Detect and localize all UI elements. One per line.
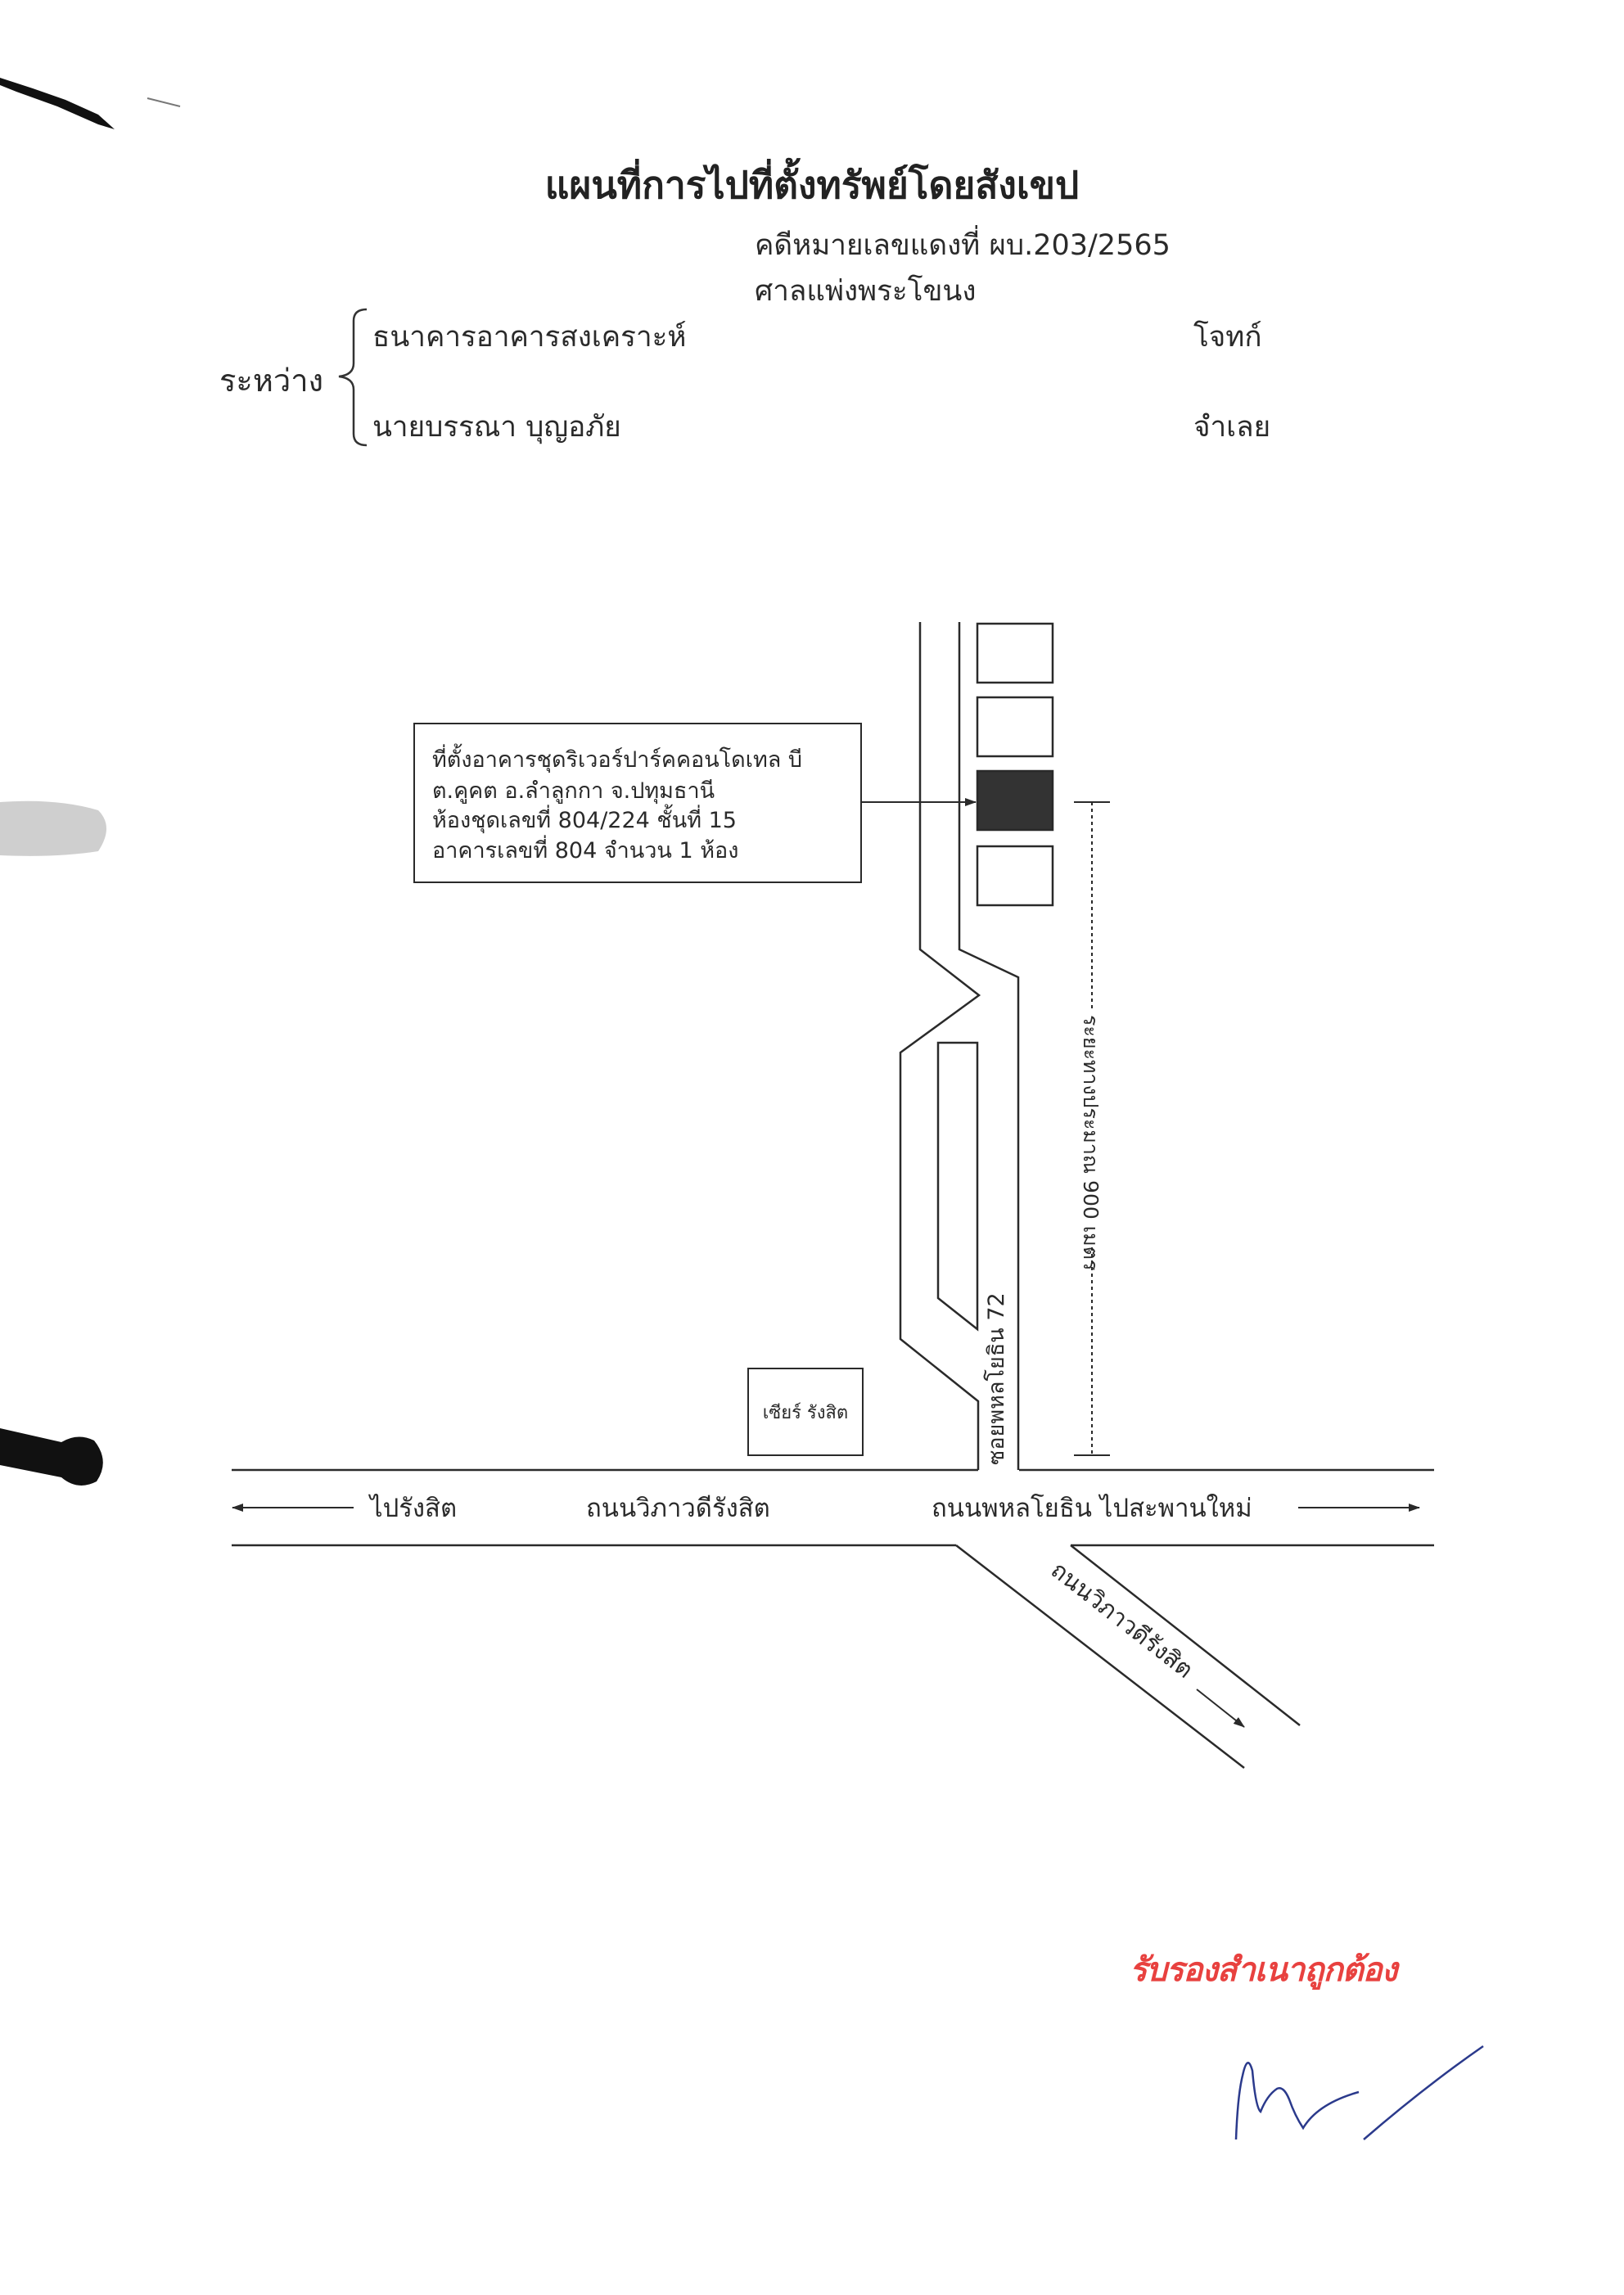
case-number: คดีหมายเลขแดงที่ ผบ.203/2565	[755, 229, 1171, 262]
plaintiff-role: โจทก์	[1193, 321, 1262, 354]
diagonal-road-arrow	[1196, 1689, 1245, 1728]
property-line-3: ห้องชุดเลขที่ 804/224 ชั้นที่ 15	[432, 804, 737, 834]
main-road	[232, 1468, 1434, 1547]
building-block	[976, 845, 1054, 907]
landmark-label: เซียร์ รังสิต	[763, 1403, 848, 1423]
scan-mark-top-2	[147, 97, 181, 107]
building-blocks	[976, 622, 1054, 907]
to-rangsit-label: ไปรังสิต	[368, 1494, 457, 1523]
certified-copy-stamp: รับรองสำเนาถูกต้อง	[1130, 1951, 1397, 1989]
soi-label: ซอยพหลโยธิน 72	[984, 1292, 1009, 1465]
building-block	[976, 696, 1054, 758]
property-line-1: ที่ตั้งอาคารชุดริเวอร์ปาร์คคอนโดเทล บี	[432, 743, 802, 773]
defendant-name: นายบรรณา บุญอภัย	[372, 411, 621, 444]
court-name: ศาลแพ่งพระโขนง	[755, 275, 977, 308]
diagonal-road	[955, 1544, 1301, 1769]
page-title: แผนที่การไปที่ตั้งทรัพย์โดยสังเขป	[544, 163, 1080, 207]
between-label: ระหว่าง	[219, 363, 324, 399]
target-building	[976, 769, 1054, 832]
soi-road	[899, 622, 1020, 1470]
property-line-4: อาคารเลขที่ 804 จำนวน 1 ห้อง	[432, 835, 738, 863]
building-block	[976, 622, 1054, 684]
defendant-role: จำเลย	[1193, 411, 1271, 444]
property-info-box	[413, 723, 862, 883]
signature	[1234, 2045, 1484, 2140]
vibhavadi-road-label: ถนนวิภาวดีรังสิต	[586, 1494, 770, 1523]
parties-brace	[338, 308, 368, 447]
vibhavadi-diagonal-label: ถนนวิภาวดีรังสิต	[1046, 1556, 1199, 1684]
landmark-box	[747, 1368, 864, 1456]
distance-marker	[1074, 801, 1110, 1456]
phahonyothin-road-label: ถนนพหลโยธิน ไปสะพานใหม่	[932, 1494, 1252, 1523]
distance-label: ระยะทางประมาณ 900 เมตร	[1079, 1015, 1103, 1270]
property-line-2: ต.คูคต อ.ลำลูกกา จ.ปทุมธานี	[432, 778, 715, 805]
scan-mark-top	[0, 78, 115, 129]
scan-mark-left	[0, 800, 106, 856]
plaintiff-name: ธนาคารอาคารสงเคราะห์	[372, 321, 687, 354]
hole-punch-mark	[0, 1428, 103, 1486]
